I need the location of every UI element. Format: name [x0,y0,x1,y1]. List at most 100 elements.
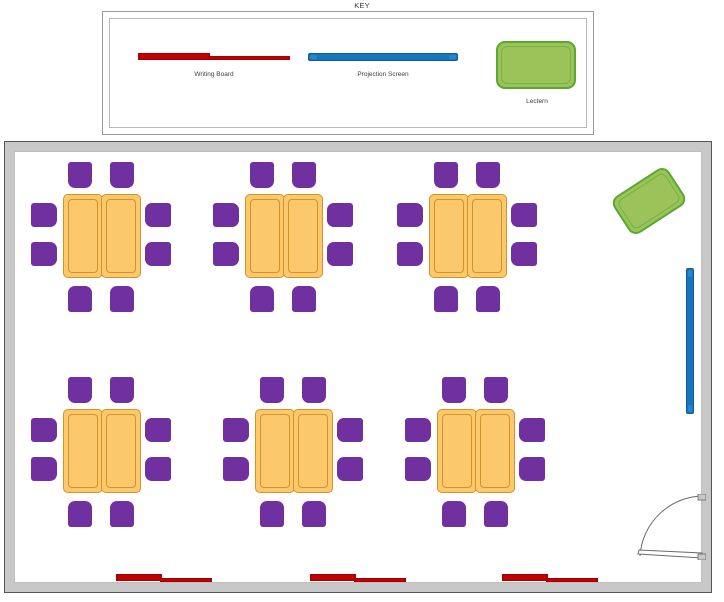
chair[interactable] [68,286,92,312]
table-inner-outline [472,199,502,273]
chair[interactable] [31,203,57,227]
chair[interactable] [110,286,134,312]
legend-inner-box: Writing Board Projection Screen Lectern [109,18,587,128]
chair[interactable] [223,418,249,442]
lectern-inner-outline [501,46,571,84]
table-cluster-2[interactable] [212,162,353,312]
chair[interactable] [476,286,500,312]
chair[interactable] [31,242,57,266]
chair[interactable] [213,203,239,227]
table-inner-outline [106,414,136,488]
table[interactable] [101,409,141,493]
table-inner-outline [288,199,318,273]
writing-board-thin-segment [160,578,212,582]
chair[interactable] [68,377,92,403]
table[interactable] [245,194,285,278]
chair[interactable] [68,162,92,188]
chair[interactable] [442,377,466,403]
chair[interactable] [110,377,134,403]
table[interactable] [255,409,295,493]
table-cluster-6[interactable] [404,377,545,527]
chair[interactable] [110,501,134,527]
chair[interactable] [145,242,171,266]
table-cluster-5[interactable] [222,377,363,527]
chair[interactable] [31,457,57,481]
writing-board-thin-segment [546,578,598,582]
chair[interactable] [260,377,284,403]
table-inner-outline [298,414,328,488]
writing-board[interactable] [310,574,406,584]
table[interactable] [429,194,469,278]
table[interactable] [63,194,103,278]
chair[interactable] [250,162,274,188]
table[interactable] [467,194,507,278]
chair[interactable] [292,162,316,188]
writing-board[interactable] [502,574,598,584]
projection-screen[interactable] [686,268,694,414]
legend-label-writing-board: Writing Board [194,71,234,78]
chair[interactable] [223,457,249,481]
chair[interactable] [405,457,431,481]
door-swing-arc [637,494,706,560]
chair[interactable] [476,162,500,188]
table-cluster-3[interactable] [396,162,537,312]
writing-board-thin-segment [354,578,406,582]
chair[interactable] [337,457,363,481]
chair[interactable] [519,418,545,442]
chair[interactable] [145,203,171,227]
writing-board[interactable] [116,574,212,584]
table-inner-outline [480,414,510,488]
chair[interactable] [511,203,537,227]
legend-writing-board-symbol [138,53,290,63]
table[interactable] [63,409,103,493]
legend-label-lectern: Lectern [526,98,548,105]
table-inner-outline [260,414,290,488]
chair[interactable] [110,162,134,188]
writing-board-thick-segment [138,53,210,60]
chair[interactable] [434,162,458,188]
table-inner-outline [250,199,280,273]
legend-projection-screen-symbol [308,53,458,61]
chair[interactable] [337,418,363,442]
legend-lectern-symbol [496,41,576,89]
chair[interactable] [397,242,423,266]
key-title: KEY [354,1,370,10]
chair[interactable] [145,418,171,442]
chair[interactable] [442,501,466,527]
table[interactable] [101,194,141,278]
chair[interactable] [327,203,353,227]
table[interactable] [475,409,515,493]
chair[interactable] [511,242,537,266]
chair[interactable] [519,457,545,481]
chair[interactable] [68,501,92,527]
table-inner-outline [106,199,136,273]
chair[interactable] [327,242,353,266]
chair[interactable] [302,501,326,527]
table-inner-outline [68,199,98,273]
chair[interactable] [213,242,239,266]
table[interactable] [293,409,333,493]
chair[interactable] [434,286,458,312]
table-inner-outline [442,414,472,488]
table-inner-outline [68,414,98,488]
chair[interactable] [260,501,284,527]
chair[interactable] [484,377,508,403]
legend-label-projection-screen: Projection Screen [357,71,409,78]
chair[interactable] [302,377,326,403]
door[interactable] [628,494,706,560]
table-cluster-1[interactable] [30,162,171,312]
table[interactable] [283,194,323,278]
writing-board-thick-segment [310,574,356,581]
table-cluster-4[interactable] [30,377,171,527]
table[interactable] [437,409,477,493]
legend-box: Writing Board Projection Screen Lectern [102,11,594,135]
chair[interactable] [397,203,423,227]
writing-board-thick-segment [116,574,162,581]
chair[interactable] [145,457,171,481]
chair[interactable] [405,418,431,442]
chair[interactable] [484,501,508,527]
chair[interactable] [292,286,316,312]
chair[interactable] [250,286,274,312]
chair[interactable] [31,418,57,442]
